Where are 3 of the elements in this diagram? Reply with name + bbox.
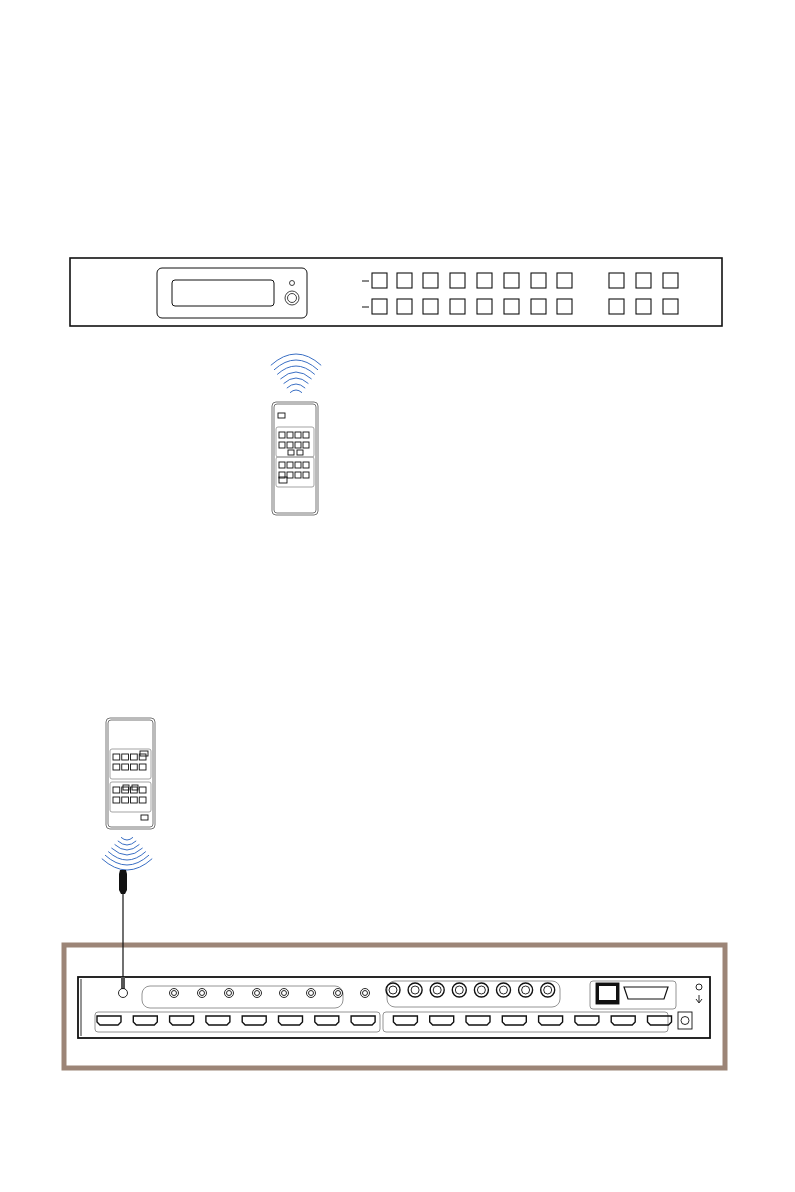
- ir-receiver-drawing: [116, 870, 130, 894]
- cable: [122, 893, 124, 978]
- rear-panel-drawing: [78, 977, 710, 1038]
